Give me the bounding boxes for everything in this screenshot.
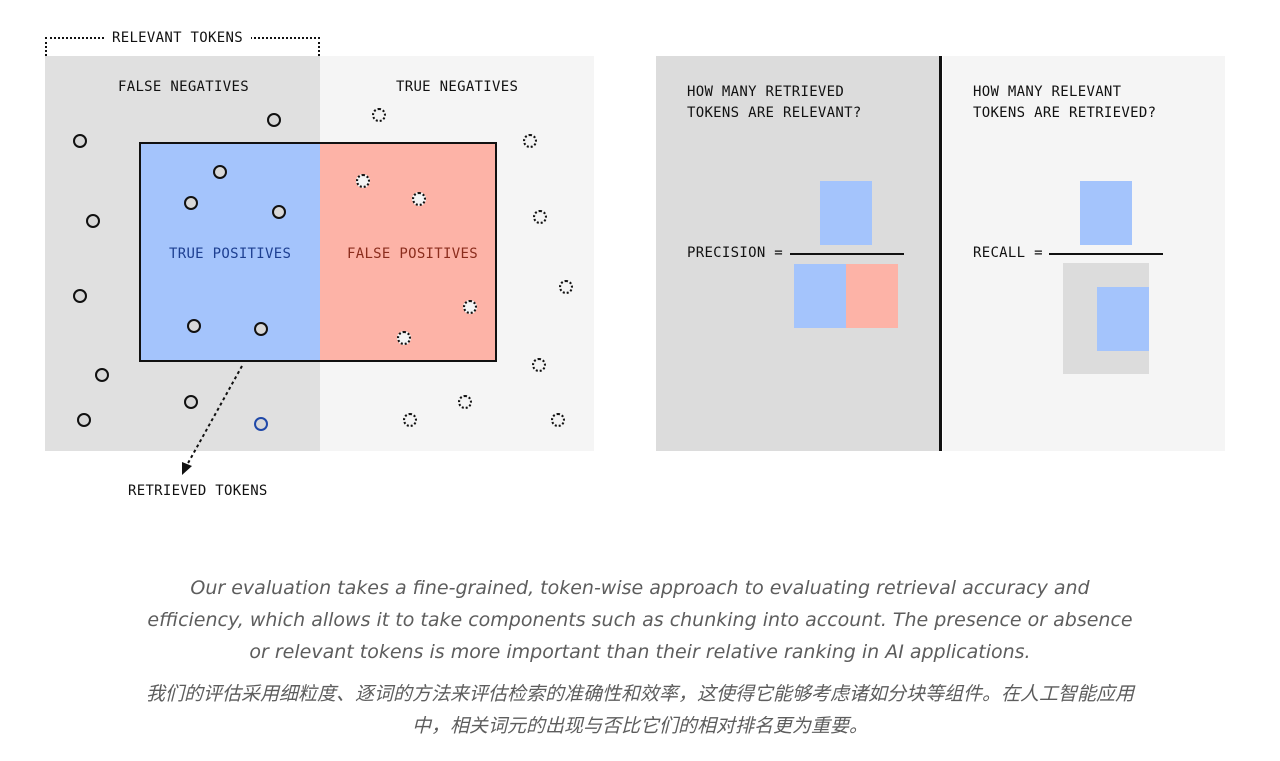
false-negative-token: [95, 368, 109, 382]
true-negatives-label: TRUE NEGATIVES: [396, 79, 519, 95]
precision-fraction-line: [790, 253, 904, 255]
false-negative-token: [77, 413, 91, 427]
true-positive-token: [254, 322, 268, 336]
false-negative-token: [184, 395, 198, 409]
true-negative-token: [458, 395, 472, 409]
recall-numerator-tp: [1080, 181, 1132, 245]
true-positive-token: [184, 196, 198, 210]
true-positive-token: [272, 205, 286, 219]
token-set-diagram: FALSE NEGATIVES TRUE NEGATIVES TRUE POSI…: [45, 56, 594, 451]
caption-english: Our evaluation takes a fine-grained, tok…: [147, 577, 1133, 663]
false-positives-label: FALSE POSITIVES: [347, 246, 478, 262]
precision-denominator-tp: [794, 264, 846, 328]
false-negative-token: [73, 134, 87, 148]
true-negative-token: [372, 108, 386, 122]
true-negative-token: [403, 413, 417, 427]
precision-formula-label: PRECISION =: [687, 245, 784, 261]
retrieved-tokens-label: RETRIEVED TOKENS: [128, 483, 268, 499]
true-negative-token: [559, 280, 573, 294]
precision-numerator-tp: [820, 181, 872, 245]
true-positives-label: TRUE POSITIVES: [169, 246, 292, 262]
false-negative-token: [267, 113, 281, 127]
false-positives-region: [320, 144, 495, 360]
true-negative-token: [533, 210, 547, 224]
highlighted-token: [254, 417, 268, 431]
recall-question: HOW MANY RELEVANT TOKENS ARE RETRIEVED?: [973, 84, 1157, 121]
false-negative-token: [86, 214, 100, 228]
recall-denominator-tp: [1097, 287, 1149, 351]
false-positive-token: [397, 331, 411, 345]
true-negative-token: [523, 134, 537, 148]
true-positives-region: [141, 144, 320, 360]
false-positive-token: [356, 174, 370, 188]
false-negatives-label: FALSE NEGATIVES: [118, 79, 249, 95]
false-negative-token: [73, 289, 87, 303]
precision-panel: HOW MANY RETRIEVED TOKENS ARE RELEVANT? …: [656, 56, 940, 451]
false-positive-token: [412, 192, 426, 206]
false-positive-token: [463, 300, 477, 314]
relevant-tokens-label: RELEVANT TOKENS: [104, 29, 251, 47]
true-negative-token: [551, 413, 565, 427]
recall-formula-label: RECALL =: [973, 245, 1043, 261]
recall-fraction-line: [1049, 253, 1163, 255]
true-negative-token: [532, 358, 546, 372]
true-positive-token: [187, 319, 201, 333]
caption-chinese: 我们的评估采用细粒度、逐词的方法来评估检索的准确性和效率，这使得它能够考虑诸如分…: [145, 683, 1134, 737]
retrieved-region: TRUE POSITIVES FALSE POSITIVES: [139, 142, 497, 362]
panel-divider: [939, 56, 942, 451]
true-positive-token: [213, 165, 227, 179]
precision-question: HOW MANY RETRIEVED TOKENS ARE RELEVANT?: [687, 84, 862, 121]
recall-panel: HOW MANY RELEVANT TOKENS ARE RETRIEVED? …: [943, 56, 1225, 451]
precision-denominator-fp: [846, 264, 898, 328]
retrieved-tokens-arrow: [182, 365, 243, 475]
